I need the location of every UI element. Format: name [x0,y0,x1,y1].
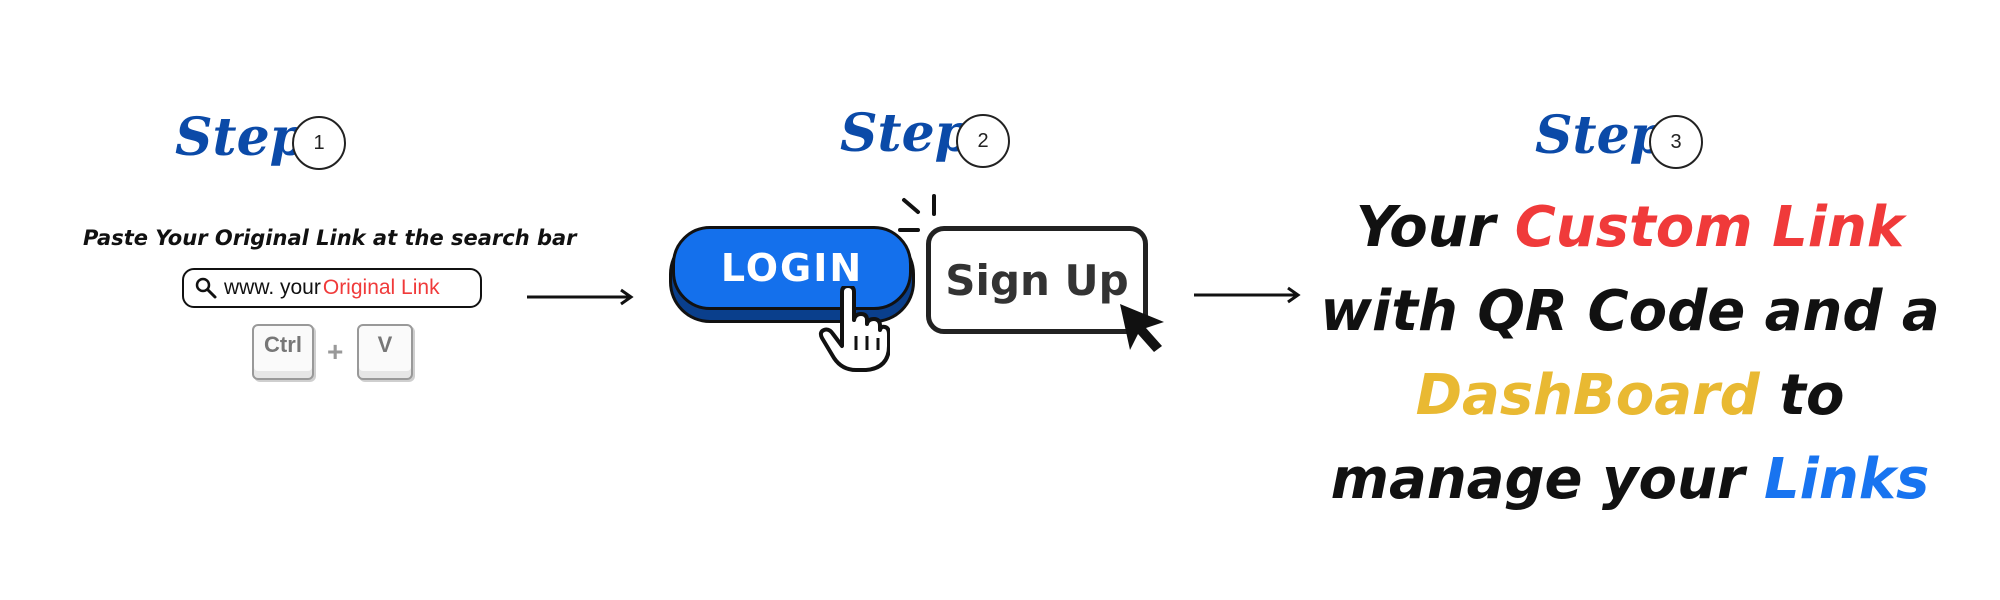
links-highlight: Links [1764,447,1930,512]
result-text: to [1759,363,1845,428]
result-description: Your Custom Link with QR Code and a Dash… [1310,186,1950,522]
search-bar[interactable]: www. your Original Link [182,268,482,308]
click-burst-icon [898,194,936,232]
v-key: V [357,324,413,380]
step-3-number: 3 [1649,115,1703,169]
result-text: manage your [1330,447,1764,512]
step-1-label: Step [175,107,307,168]
step-1-number: 1 [292,116,346,170]
dashboard-highlight: DashBoard [1415,363,1760,428]
search-text-prefix: www. your [224,276,321,299]
plus-sign: + [327,336,344,367]
search-text-highlight: Original Link [322,276,440,299]
step-2-label: Step [840,103,972,164]
ctrl-key: Ctrl [252,324,314,380]
result-line-2: with QR Code and a [1320,279,1940,344]
step-3-label: Step [1535,105,1667,166]
result-line-3: DashBoard to [1310,354,1950,438]
login-button[interactable]: LOGIN [672,226,912,310]
mouse-cursor-icon [1120,304,1164,352]
sign-up-button[interactable]: Sign Up [926,226,1148,334]
custom-link-highlight: Custom Link [1514,195,1905,260]
hand-pointer-icon [818,286,890,372]
result-line-4: manage your Links [1310,438,1950,522]
step-2-number: 2 [956,114,1010,168]
arrow-right-icon [1194,286,1301,304]
result-text: Your [1355,195,1515,260]
arrow-right-icon [527,288,634,306]
result-line-1: Your Custom Link [1310,186,1950,270]
step-1-instruction: Paste Your Original Link at the search b… [83,226,577,250]
search-icon [194,276,218,300]
